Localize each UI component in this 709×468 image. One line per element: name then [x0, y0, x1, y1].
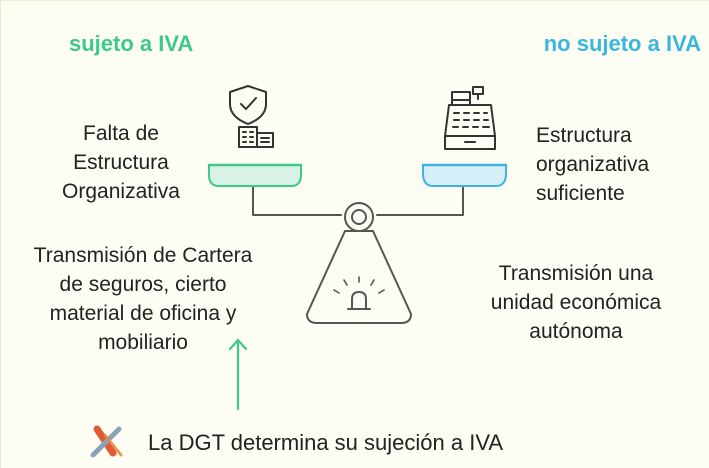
- right-detail-line: autónoma: [529, 320, 623, 343]
- left-detail: Transmisión de Cartera de seguros, ciert…: [3, 241, 283, 357]
- right-title: Estructura organizativa suficiente: [536, 121, 706, 208]
- balance-scale-icon: [207, 163, 508, 324]
- left-title: Falta de Estructura Organizativa: [31, 119, 211, 206]
- right-pan: [422, 164, 507, 187]
- right-title-line: Estructura: [536, 124, 632, 147]
- right-scale-arm: [376, 186, 464, 216]
- bulb: [351, 291, 367, 310]
- left-detail-line: de seguros, cierto: [59, 273, 227, 296]
- right-title-line: organizativa: [536, 153, 650, 176]
- left-detail-line: material de oficina y: [49, 302, 237, 325]
- right-detail-line: Transmisión una: [498, 262, 654, 285]
- shield-building-icon: [229, 85, 274, 148]
- right-detail-line: unidad económica: [490, 291, 662, 314]
- agency-logo-icon: [90, 425, 123, 458]
- left-header: sujeto a IVA: [69, 31, 194, 56]
- left-detail-line: Transmisión de Cartera: [33, 244, 253, 267]
- left-title-line: Organizativa: [62, 180, 180, 203]
- scale-pivot: [344, 202, 374, 232]
- bulb-rays: [333, 276, 385, 294]
- scale-pivot-inner: [351, 209, 367, 225]
- left-scale-arm: [252, 183, 342, 216]
- right-detail: Transmisión una unidad económica autónom…: [471, 259, 681, 346]
- footer-text: La DGT determina su sujeción a IVA: [148, 430, 504, 455]
- left-pan: [208, 164, 302, 187]
- left-title-line: Estructura: [73, 151, 169, 174]
- cash-register-icon: [444, 86, 496, 150]
- right-title-line: suficiente: [536, 182, 625, 205]
- right-header: no sujeto a IVA: [543, 31, 701, 56]
- up-arrow-icon: [228, 338, 248, 411]
- left-detail-line: mobiliario: [98, 331, 188, 354]
- left-title-line: Falta de: [83, 122, 159, 145]
